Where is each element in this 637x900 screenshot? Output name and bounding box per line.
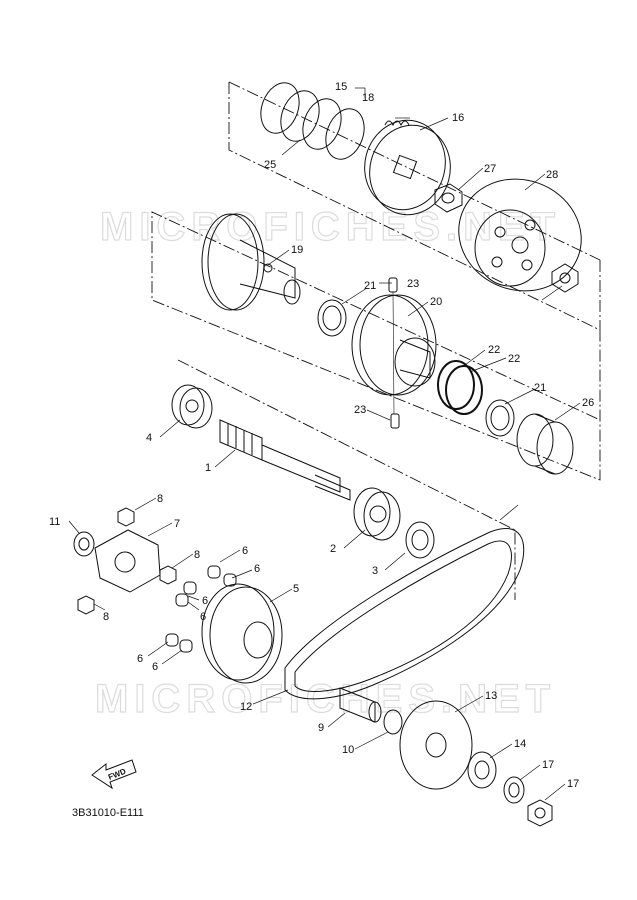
v-belt-12 xyxy=(284,527,525,700)
nut-26 xyxy=(434,183,463,213)
callout-27: 28 xyxy=(546,169,558,181)
oil-seal-3-inner xyxy=(411,529,429,551)
washer-15-inner xyxy=(508,782,520,798)
callout-10: 10 xyxy=(342,744,354,756)
nut-16 xyxy=(527,799,553,827)
nut-28-hole xyxy=(559,272,571,284)
oil-seal-21-lower xyxy=(485,399,515,437)
diagram-code: 3B31010-E111 xyxy=(72,807,144,819)
sliding-sheave-5 xyxy=(201,583,283,684)
callout-6e: 6 xyxy=(137,653,143,665)
pin-23-lower xyxy=(390,413,400,429)
callout-3: 3 xyxy=(372,565,378,577)
slider-8-right xyxy=(159,565,177,585)
callout-17a: 15 xyxy=(335,81,347,93)
callout-11: 11 xyxy=(49,516,60,528)
weights-6 xyxy=(165,565,237,653)
boundary-frames xyxy=(151,81,601,600)
bearing-2 xyxy=(353,487,401,541)
callout-25: 26 xyxy=(582,397,594,409)
oil-seal-21-upper xyxy=(317,299,347,337)
callout-23a: 23 xyxy=(407,278,419,290)
callout-8b: 8 xyxy=(194,549,200,561)
callout-26: 27 xyxy=(484,163,496,175)
pin-23-guide xyxy=(392,291,395,415)
callout-8c: 8 xyxy=(103,611,109,623)
callout-18: 18 xyxy=(362,92,374,104)
callout-1: 1 xyxy=(205,462,211,474)
callout-24: 25 xyxy=(264,159,276,171)
callout-23b: 23 xyxy=(354,404,366,416)
callout-7: 7 xyxy=(174,518,180,530)
callout-6c: 6 xyxy=(202,595,208,607)
callout-19: 19 xyxy=(291,244,303,256)
cam-7 xyxy=(94,529,161,593)
callout-6b: 6 xyxy=(254,563,260,575)
callout-4: 4 xyxy=(146,432,152,444)
slider-8-left xyxy=(77,595,95,615)
clutch-housing-27 xyxy=(458,178,582,292)
washer-10 xyxy=(383,709,403,735)
o-ring-22-a xyxy=(437,360,475,410)
fwd-arrow-icon xyxy=(91,759,137,790)
o-ring-22-b xyxy=(445,365,483,415)
fixed-sheave-20 xyxy=(351,294,437,396)
oil-seal-21-lower-inner xyxy=(490,405,510,431)
callout-8a: 8 xyxy=(157,493,163,505)
callout-22b: 22 xyxy=(508,353,520,365)
callout-labels: 15 18 16 25 27 28 19 21 23 20 22 22 21 2… xyxy=(49,81,594,790)
watermark-bottom: MICROFICHES.NET xyxy=(95,677,556,721)
callout-20: 20 xyxy=(430,296,442,308)
callout-5: 5 xyxy=(293,583,299,595)
nut-16-hole xyxy=(534,807,546,819)
spring-24 xyxy=(260,82,365,160)
washer-11-inner xyxy=(78,537,90,551)
callout-21b: 21 xyxy=(534,382,546,394)
nut-28 xyxy=(551,263,579,293)
callout-6d: 6 xyxy=(200,611,206,623)
callout-21a: 21 xyxy=(364,280,376,292)
watermark-top: MICROFICHES.NET xyxy=(100,205,561,249)
callout-15: 17 xyxy=(542,759,554,771)
bearing-4 xyxy=(171,384,213,429)
collar-25 xyxy=(516,413,574,475)
primary-shaft-1 xyxy=(219,419,351,501)
callout-13: 13 xyxy=(485,690,497,702)
leader-lines xyxy=(68,87,581,801)
slider-8-top xyxy=(117,507,135,527)
oil-seal-21-upper-inner xyxy=(322,305,342,331)
clutch-carrier-17 xyxy=(364,119,451,216)
callout-22a: 22 xyxy=(488,344,500,356)
callout-9: 9 xyxy=(318,722,324,734)
washer-15 xyxy=(503,776,525,804)
sliding-sheave-19 xyxy=(201,213,301,311)
nut-26-hole xyxy=(441,192,455,204)
fixed-sheave-13 xyxy=(399,700,473,790)
oil-seal-3 xyxy=(405,521,435,559)
collar-9 xyxy=(339,687,382,723)
callout-17b: 16 xyxy=(452,112,464,124)
callout-6f: 6 xyxy=(152,661,158,673)
callout-16: 17 xyxy=(567,778,579,790)
pin-23-upper xyxy=(388,277,398,293)
one-way-gear-14 xyxy=(467,751,497,789)
callout-6a: 6 xyxy=(242,545,248,557)
washer-11 xyxy=(73,531,95,557)
spring-18 xyxy=(384,120,410,127)
callout-2: 2 xyxy=(330,543,336,555)
callout-12: 12 xyxy=(240,701,252,713)
callout-14: 14 xyxy=(514,738,526,750)
